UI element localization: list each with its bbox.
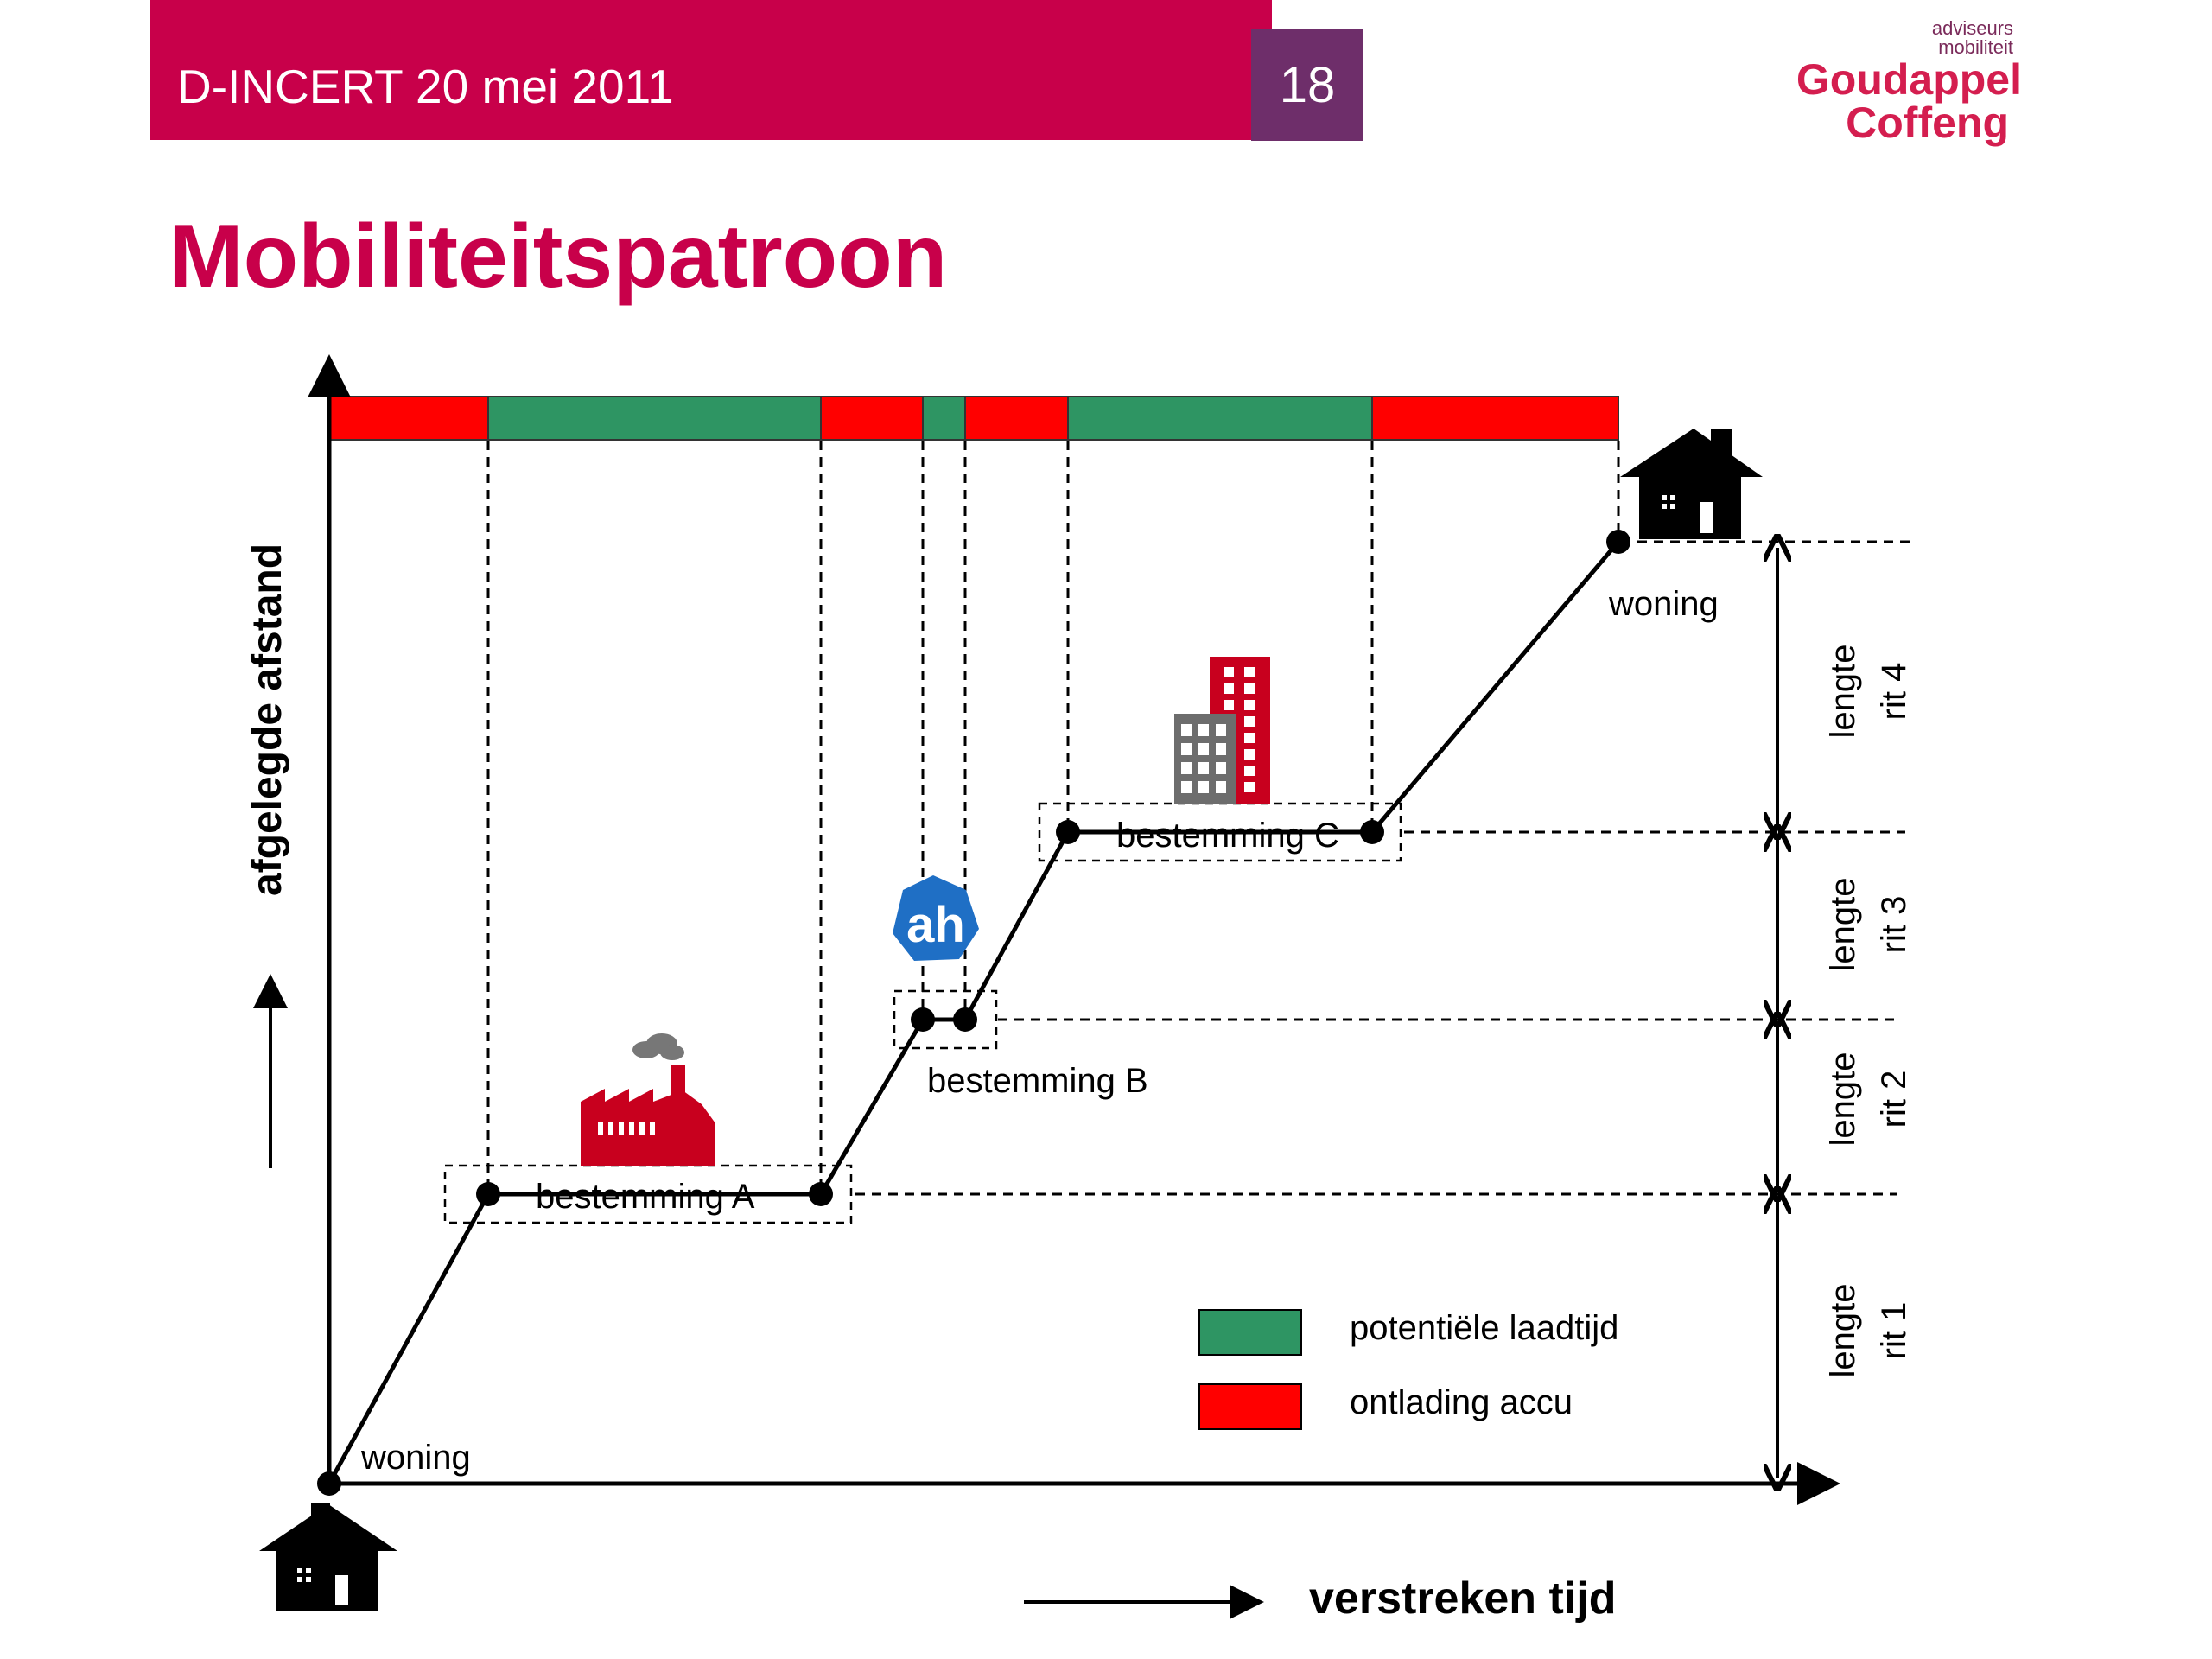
legend: potentiële laadtijd ontlading accu <box>1198 1309 1618 1430</box>
trip-length-labels: lengte rit 4 lengte rit 3 lengte rit 2 l… <box>1824 645 1913 1378</box>
factory-icon <box>581 1033 715 1166</box>
timeline-segment-discharging <box>820 396 924 441</box>
shop-logo-text: ah <box>906 897 965 953</box>
house-icon <box>1620 429 1763 539</box>
rit-1-line2: rit 1 <box>1875 1302 1913 1360</box>
logo-tagline-1: adviseurs <box>1931 17 2013 39</box>
rit-2-line1: lengte <box>1824 1052 1862 1147</box>
timeline-segment-discharging <box>964 396 1069 441</box>
x-axis-label: verstreken tijd <box>1309 1573 1617 1624</box>
y-axis-label: afgelegde afstand <box>245 543 290 896</box>
node-b-arrive <box>911 1007 935 1032</box>
timeline-segment-charging <box>487 396 822 441</box>
box-dest-a <box>443 1164 853 1224</box>
legend-label-green: potentiële laadtijd <box>1350 1309 1618 1347</box>
rit-1-line1: lengte <box>1824 1284 1862 1378</box>
timeline-segment-charging <box>922 396 966 441</box>
label-dest-b: bestemming B <box>927 1062 1148 1100</box>
node-c-arrive <box>1056 820 1080 844</box>
legend-label-red: ontlading accu <box>1350 1383 1573 1421</box>
header-title: D-INCERT 20 mei 2011 <box>177 60 674 113</box>
logo-name-1: Goudappel <box>1796 55 2022 104</box>
timeline-bar <box>328 396 1619 441</box>
rit-2-line2: rit 2 <box>1875 1071 1913 1128</box>
label-dest-c: bestemming C <box>1116 817 1339 855</box>
shop-logo-icon: ah <box>893 875 979 961</box>
rit-3-line2: rit 3 <box>1875 896 1913 954</box>
timeline-segment-discharging <box>328 396 489 441</box>
label-home-end: woning <box>1608 585 1719 623</box>
axes <box>308 354 1840 1505</box>
label-dest-a: bestemming A <box>536 1178 755 1216</box>
node-a-depart <box>809 1182 833 1206</box>
timeline-segment-discharging <box>1371 396 1619 441</box>
office-building-icon <box>1174 657 1270 804</box>
logo-tagline-2: mobiliteit <box>1938 36 2013 58</box>
node-b-depart <box>953 1007 977 1032</box>
node-a-arrive <box>476 1182 500 1206</box>
node-home-end <box>1606 530 1630 554</box>
trip-path <box>317 530 1630 1496</box>
label-home-start: woning <box>360 1439 471 1477</box>
box-dest-b <box>893 989 998 1050</box>
node-c-depart <box>1360 820 1384 844</box>
legend-swatch-green <box>1198 1309 1302 1356</box>
rit-3-line1: lengte <box>1824 878 1862 972</box>
rit-4-line2: rit 4 <box>1875 663 1913 721</box>
page-number: 18 <box>1251 29 1363 141</box>
legend-swatch-red <box>1198 1383 1302 1430</box>
node-home-start <box>317 1471 341 1496</box>
rit-4-line1: lengte <box>1824 645 1862 739</box>
slide-title: Mobiliteitspatroon <box>168 207 948 307</box>
house-icon <box>259 1503 397 1611</box>
header-bar <box>150 0 1272 140</box>
company-logo: adviseurs mobiliteit Goudappel Coffeng <box>1796 17 2031 157</box>
timeline-segment-charging <box>1067 396 1373 441</box>
point-labels: woning woning bestemming A bestemming B … <box>360 585 1719 1477</box>
logo-name-2: Coffeng <box>1846 99 2009 147</box>
